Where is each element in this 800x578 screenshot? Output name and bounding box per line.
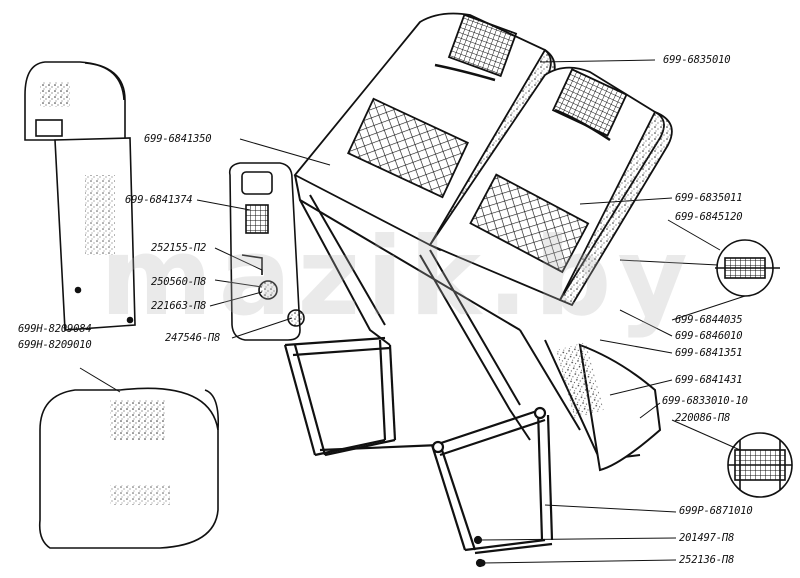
cushion-part (38, 387, 220, 549)
label-699-6841374: 699-6841374 (125, 194, 193, 206)
label-699-6846010: 699-6846010 (675, 330, 743, 342)
label-699-6835010: 699-6835010 (663, 54, 731, 66)
tubular-base (283, 336, 554, 568)
label-699-6844035: 699-6844035 (675, 314, 743, 326)
side-panel-part (54, 137, 136, 331)
label-252155-p2: 252155-П2 (151, 242, 207, 254)
label-699-6833010-10: 699-6833010-10 (662, 395, 748, 407)
bolt-marker (478, 559, 486, 567)
detail-circle-lower (727, 432, 793, 498)
seat-frame (294, 174, 662, 472)
label-699-6835011: 699-6835011 (675, 192, 743, 204)
label-220086-p8: 220086-П8 (675, 412, 731, 424)
label-247546-p8: 247546-П8 (165, 332, 221, 344)
seat-back-right (428, 66, 673, 307)
label-699-6841431: 699-6841431 (675, 374, 743, 386)
headrest-part (24, 61, 126, 141)
leader-lines (79, 59, 746, 564)
label-699-6841350: 699-6841350 (144, 133, 212, 145)
label-699-6845120: 699-6845120 (675, 211, 743, 223)
label-221663-p8: 221663-П8 (151, 300, 207, 312)
label-250560-p8: 250560-П8 (151, 276, 207, 288)
label-699n-8209084: 699Н-8209084 (18, 323, 92, 335)
label-201497-p8: 201497-П8 (679, 532, 735, 544)
detail-circle-upper (715, 239, 780, 297)
label-252136-p8: 252136-П8 (679, 554, 735, 566)
label-699r-6871010: 699Р-6871010 (679, 505, 753, 517)
watermark: mazik.by (100, 215, 694, 340)
label-699-6841351: 699-6841351 (675, 347, 743, 359)
label-699n-8209010: 699Н-8209010 (18, 339, 92, 351)
